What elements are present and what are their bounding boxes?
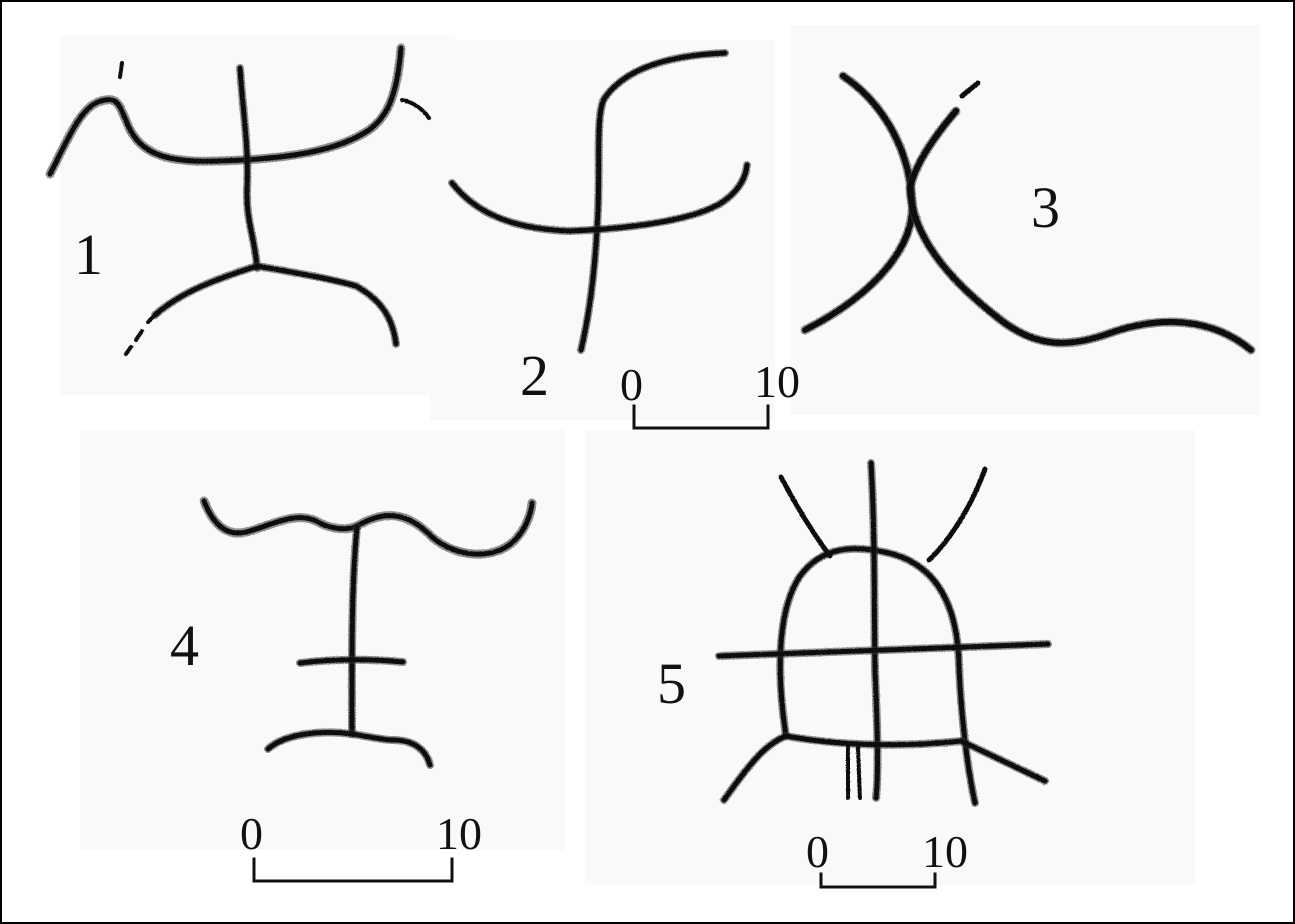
scale-bar-1-start-label: 0 xyxy=(620,359,643,410)
figure-label-3: 3 xyxy=(1031,175,1060,240)
scale-bar-2-start-label: 0 xyxy=(240,808,263,859)
figure-1-drawing xyxy=(45,43,431,356)
figure-2-drawing xyxy=(448,49,751,354)
paper-patch xyxy=(80,430,565,850)
scale-bar-1: 0 10 xyxy=(620,356,800,430)
figure-4-drawing xyxy=(199,496,537,769)
figure-label-4: 4 xyxy=(170,613,199,678)
figure-label-1: 1 xyxy=(74,222,103,287)
figure-5-drawing xyxy=(715,459,1052,807)
scale-bar-1-end-label: 10 xyxy=(754,356,800,407)
scale-bar-2: 0 10 xyxy=(240,808,482,883)
scale-bar-3-end-label: 10 xyxy=(922,826,968,877)
figure-label-2: 2 xyxy=(520,343,549,408)
scale-bar-3-start-label: 0 xyxy=(806,826,829,877)
scale-bar-3: 0 10 xyxy=(806,826,968,889)
figure-3-drawing xyxy=(800,71,1256,355)
paper-patch xyxy=(585,430,1195,885)
paper-patch xyxy=(790,25,1260,415)
figure-label-5: 5 xyxy=(657,651,686,716)
scale-bar-2-end-label: 10 xyxy=(436,808,482,859)
